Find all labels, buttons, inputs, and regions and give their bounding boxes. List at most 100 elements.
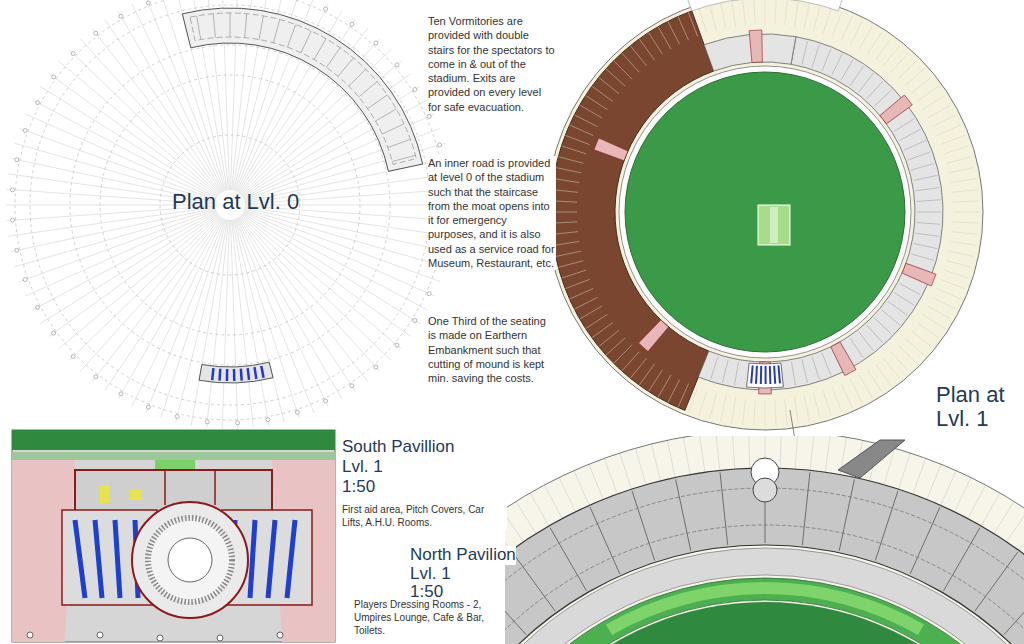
plan-linework bbox=[630, 358, 646, 378]
note: An inner road is provided at level 0 of … bbox=[428, 156, 556, 270]
level-0-plan bbox=[6, 0, 454, 429]
plan-linework bbox=[255, 367, 257, 379]
plan-linework bbox=[427, 114, 431, 118]
plan-linework bbox=[244, 209, 445, 267]
plan-linework bbox=[245, 14, 247, 38]
plan-linework bbox=[778, 365, 780, 383]
south-pavilion-plan bbox=[12, 430, 335, 642]
plan-linework bbox=[832, 54, 843, 76]
plan-linework bbox=[233, 369, 236, 381]
plan-linework bbox=[590, 507, 620, 574]
plan-linework bbox=[933, 297, 956, 309]
plan-linework bbox=[314, 39, 326, 60]
plan-linework bbox=[876, 364, 891, 385]
plan-linework bbox=[774, 366, 775, 384]
plan-linework bbox=[899, 283, 920, 294]
plan-linework bbox=[831, 342, 856, 376]
plan-linework bbox=[565, 135, 589, 144]
plan-linework bbox=[36, 101, 40, 105]
plan-linework bbox=[949, 168, 974, 173]
plan-linework bbox=[240, 216, 380, 371]
plan-linework bbox=[561, 146, 586, 154]
plan-linework bbox=[374, 365, 378, 369]
plan-linework bbox=[911, 77, 931, 93]
plan-linework bbox=[554, 241, 580, 245]
building-segment bbox=[199, 362, 273, 383]
pavilion-title: North Pavilion bbox=[410, 546, 516, 565]
plan-linework bbox=[841, 17, 852, 41]
plan-linework bbox=[911, 163, 934, 170]
plan-linework bbox=[559, 478, 576, 512]
plan-linework bbox=[905, 69, 924, 86]
plan-linework bbox=[880, 95, 912, 124]
plan-linework bbox=[867, 33, 881, 55]
plan-linework bbox=[775, 0, 776, 24]
plan-linework bbox=[25, 211, 216, 296]
plan-linework bbox=[716, 436, 720, 470]
pitch bbox=[758, 205, 790, 245]
plan-linework bbox=[589, 464, 603, 499]
plan-linework bbox=[241, 215, 401, 349]
plan-linework bbox=[36, 305, 40, 309]
plan-linework bbox=[49, 73, 218, 196]
plan-linework bbox=[904, 140, 926, 150]
plan-linework bbox=[388, 139, 411, 147]
plan-linework bbox=[760, 366, 762, 384]
plan-linework bbox=[639, 320, 669, 352]
plan-linework bbox=[700, 436, 705, 472]
plan-linework bbox=[639, 364, 654, 385]
plan-linework bbox=[49, 214, 218, 337]
plan-linework bbox=[923, 314, 945, 328]
plan-linework bbox=[941, 135, 965, 144]
plan-linework bbox=[791, 39, 795, 63]
plan-linework bbox=[243, 213, 420, 324]
plan-linework bbox=[570, 125, 594, 136]
room-list: Players Dressing Rooms - 2, Umpires Loun… bbox=[354, 598, 504, 637]
plan-linework bbox=[841, 60, 853, 81]
plan-linework bbox=[951, 241, 977, 245]
plan-linework bbox=[710, 394, 717, 419]
plan-linework bbox=[699, 391, 707, 416]
plan-linework bbox=[207, 220, 229, 428]
plan-linework bbox=[218, 369, 221, 381]
plan-linework bbox=[80, 216, 220, 371]
plan-linework bbox=[586, 314, 608, 328]
plan-linework bbox=[239, 217, 368, 382]
plan-linework bbox=[688, 388, 697, 412]
plan-linework bbox=[552, 190, 578, 193]
plan-linework bbox=[686, 0, 845, 11]
plan-linework bbox=[823, 8, 831, 33]
plan-linework bbox=[802, 472, 810, 545]
plan-linework bbox=[630, 46, 646, 66]
plan-linework bbox=[235, 219, 300, 418]
plan-linework bbox=[287, 25, 295, 48]
plan-linework bbox=[770, 207, 778, 243]
plan-linework bbox=[338, 58, 353, 76]
plan-linework bbox=[755, 366, 758, 384]
plan-linework bbox=[721, 3, 726, 28]
plan-linework bbox=[759, 362, 772, 394]
plan-linework bbox=[944, 270, 969, 278]
plan-linework bbox=[867, 81, 883, 99]
plan-linework bbox=[867, 370, 881, 392]
plan-linework bbox=[822, 353, 831, 375]
plan-linework bbox=[908, 152, 931, 160]
plan-linework bbox=[883, 358, 899, 378]
plan-linework bbox=[927, 464, 941, 499]
plan-linework bbox=[614, 345, 632, 363]
plan-linework bbox=[639, 39, 654, 60]
plan-linework bbox=[732, 398, 736, 424]
plan-linework bbox=[197, 16, 201, 40]
plan-linework bbox=[850, 21, 862, 44]
plan-linework bbox=[15, 248, 19, 252]
plan-linework bbox=[232, 220, 254, 428]
plan-linework bbox=[70, 45, 390, 365]
plan-linework bbox=[754, 400, 755, 426]
plan-linework bbox=[814, 5, 821, 30]
plan-linework bbox=[648, 33, 662, 55]
plan-linework bbox=[894, 293, 914, 306]
plan-linework bbox=[620, 453, 632, 489]
plan-linework bbox=[743, 0, 746, 25]
plan-linework bbox=[953, 201, 979, 202]
plan-linework bbox=[234, 220, 285, 423]
